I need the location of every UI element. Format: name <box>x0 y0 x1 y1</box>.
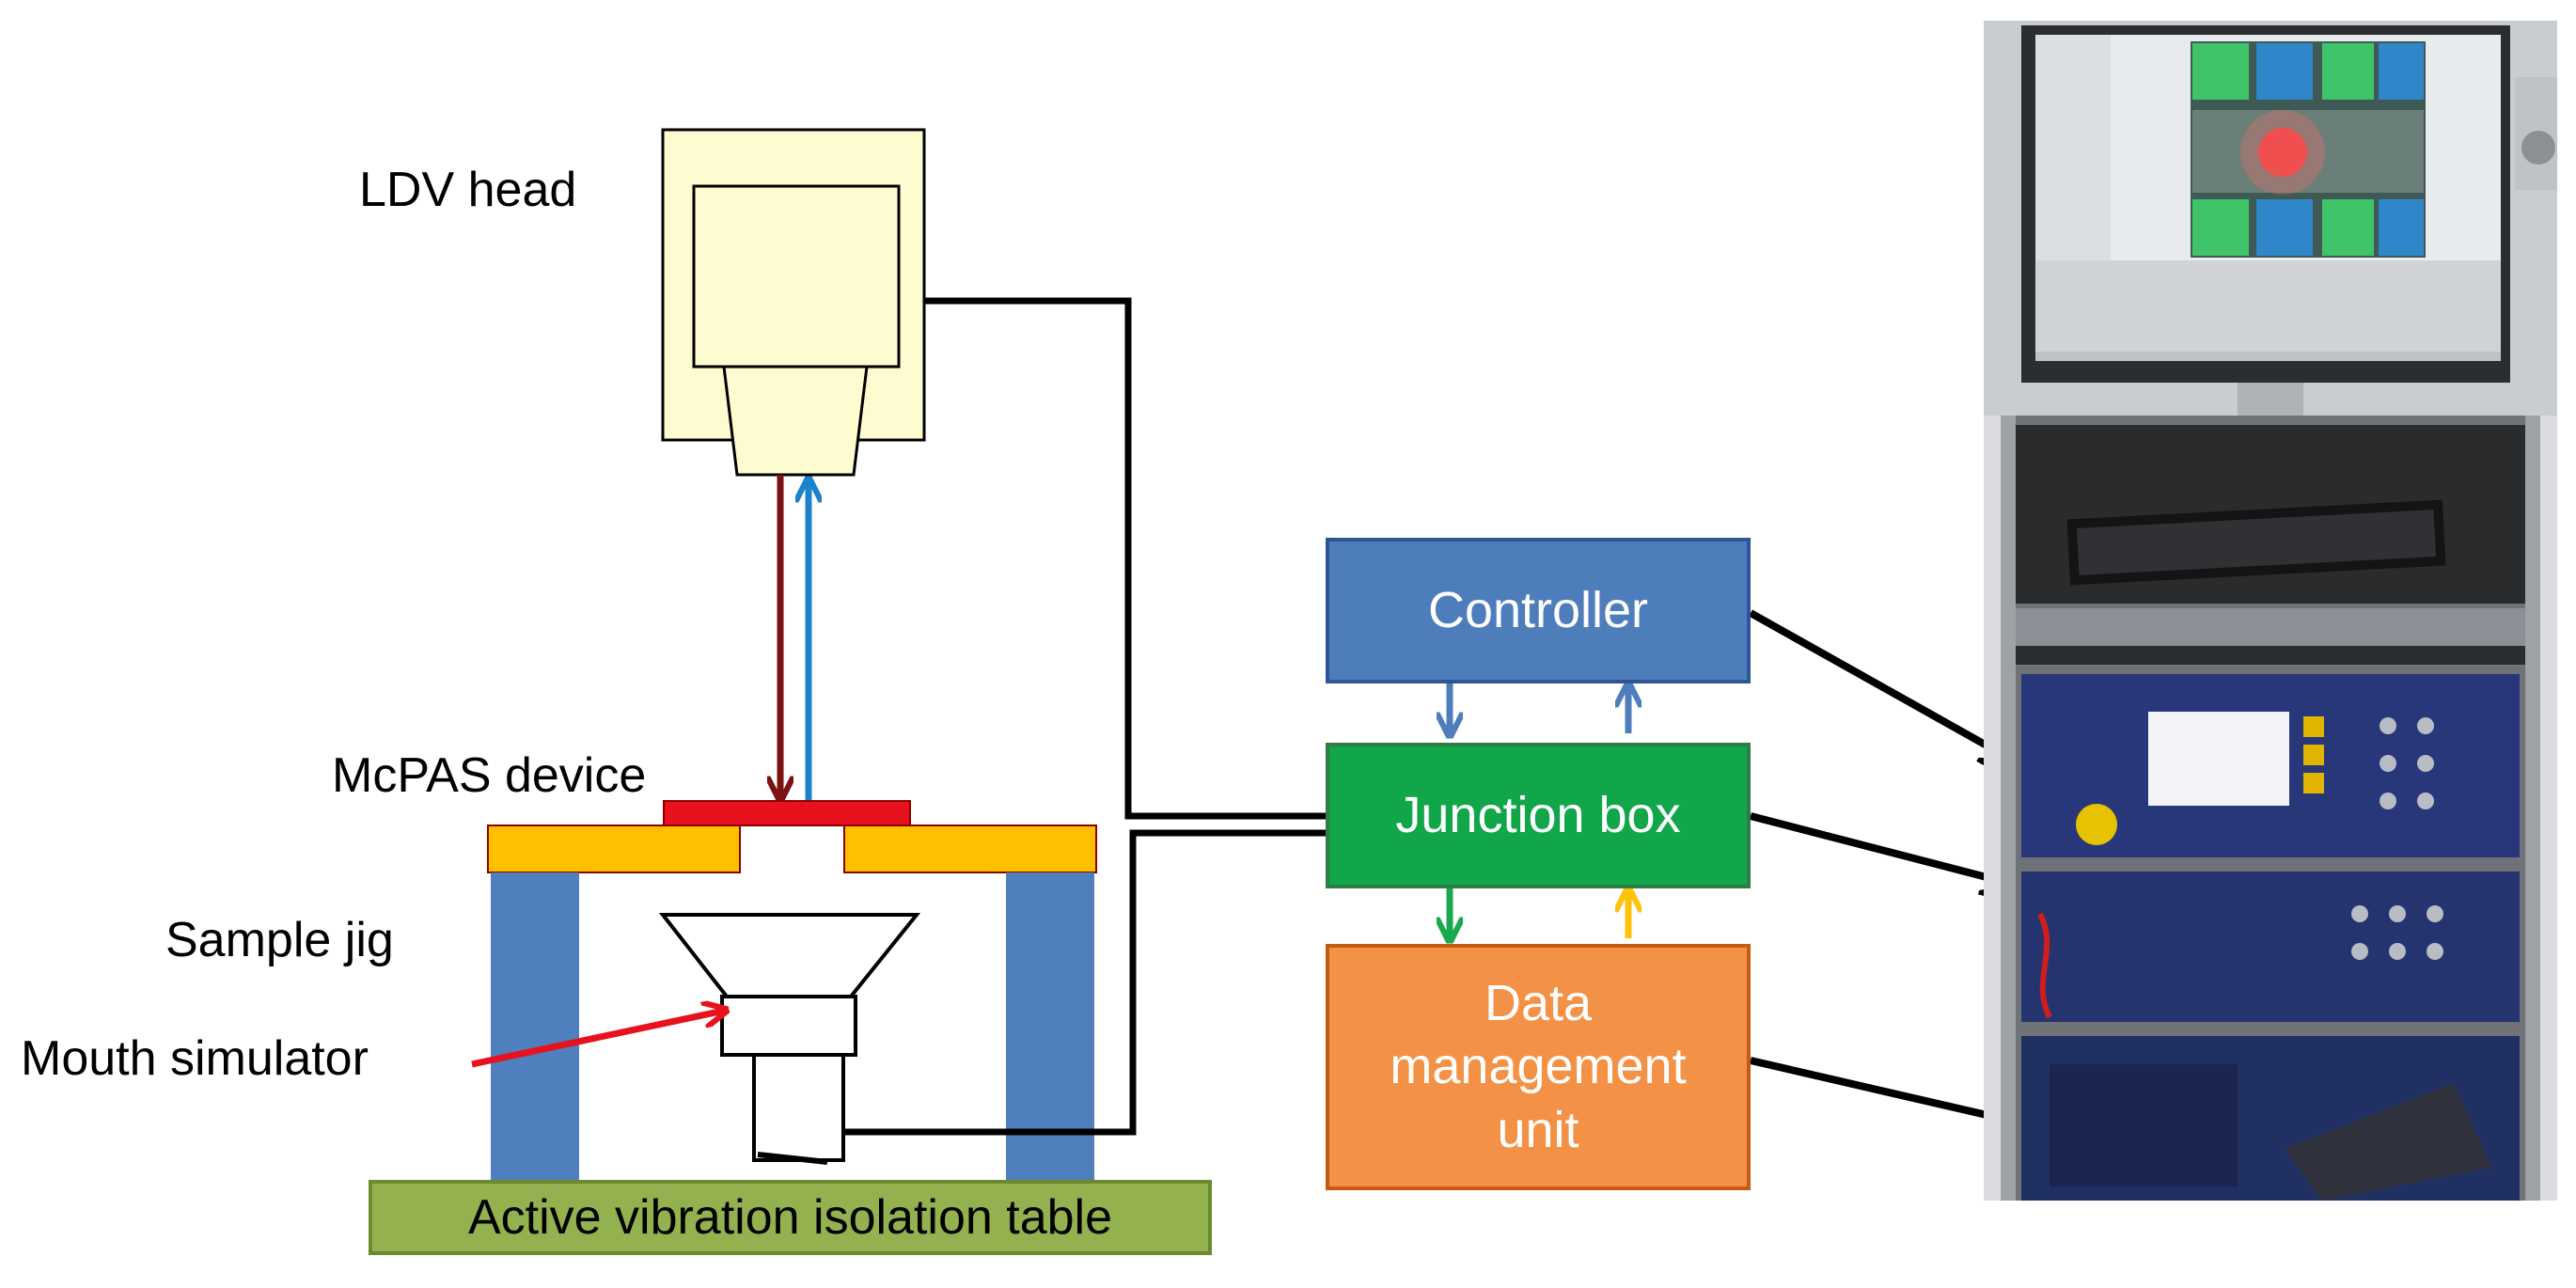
equipment-rack-illustration <box>1984 21 2557 1201</box>
mcpas-device-plate <box>663 800 911 826</box>
arrow-junction-to-rack <box>1749 812 2012 884</box>
data-management-block: Data management unit <box>1326 944 1751 1190</box>
label-mouth-simulator: Mouth simulator <box>21 1031 369 1086</box>
junction-box-label: Junction box <box>1395 786 1681 843</box>
vibration-isolation-table: Active vibration isolation table <box>369 1180 1212 1255</box>
mouth-simulator-cable <box>843 829 1326 1136</box>
ldv-head <box>661 128 926 477</box>
label-table: Active vibration isolation table <box>467 1189 1113 1245</box>
ldv-cable <box>924 297 1326 820</box>
mouth-simulator-pointer <box>471 1011 724 1068</box>
junction-box-block: Junction box <box>1326 743 1751 888</box>
data-management-label: Data management unit <box>1390 974 1687 1158</box>
label-sample-jig: Sample jig <box>165 913 394 967</box>
sample-jig-top <box>487 825 1097 873</box>
controller-block: Controller <box>1326 538 1751 683</box>
equipment-rack-photo <box>1984 21 2557 1201</box>
arrow-controller-to-rack <box>1749 609 2012 760</box>
controller-label: Controller <box>1427 581 1649 638</box>
label-ldv-head: LDV head <box>359 163 577 217</box>
label-mcpas-device: McPAS device <box>332 748 647 803</box>
mouth-simulator <box>658 913 921 1165</box>
